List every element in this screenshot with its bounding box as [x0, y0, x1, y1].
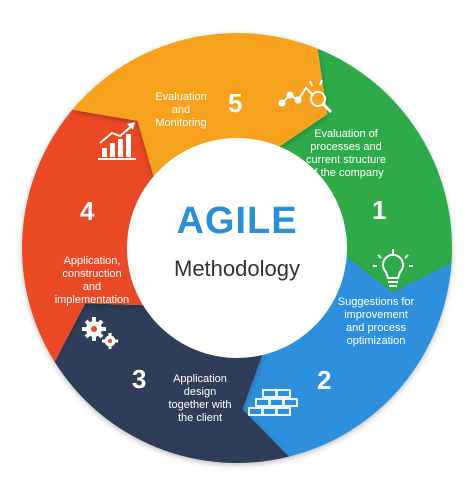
segment-step-4 [22, 109, 155, 362]
bar-chart-growth-icon [98, 122, 136, 160]
lightbulb-icon [373, 249, 413, 287]
step-3-number: 3 [132, 364, 147, 394]
gears-icon [82, 317, 118, 349]
step-2-label: Suggestions for improvement and process … [337, 296, 415, 347]
step-4-number: 4 [80, 196, 95, 226]
segment-step-1 [277, 48, 452, 293]
step-1-number: 1 [372, 195, 387, 225]
step-5-number: 5 [228, 88, 243, 118]
step-2-number: 2 [317, 365, 332, 395]
bricks-icon [248, 389, 298, 416]
analytics-magnifier-icon [278, 79, 333, 114]
step-1-label: Evaluation of processes and current stru… [305, 128, 387, 179]
center-title: AGILE [176, 200, 298, 242]
step-4-label: Application, construction and implementa… [54, 255, 130, 306]
step-5-label: Evaluation and Monitoring [155, 91, 207, 129]
center-disc [127, 138, 347, 358]
center-subtitle: Methodology [174, 256, 300, 281]
step-3-label: Application design together with the cli… [168, 373, 232, 424]
